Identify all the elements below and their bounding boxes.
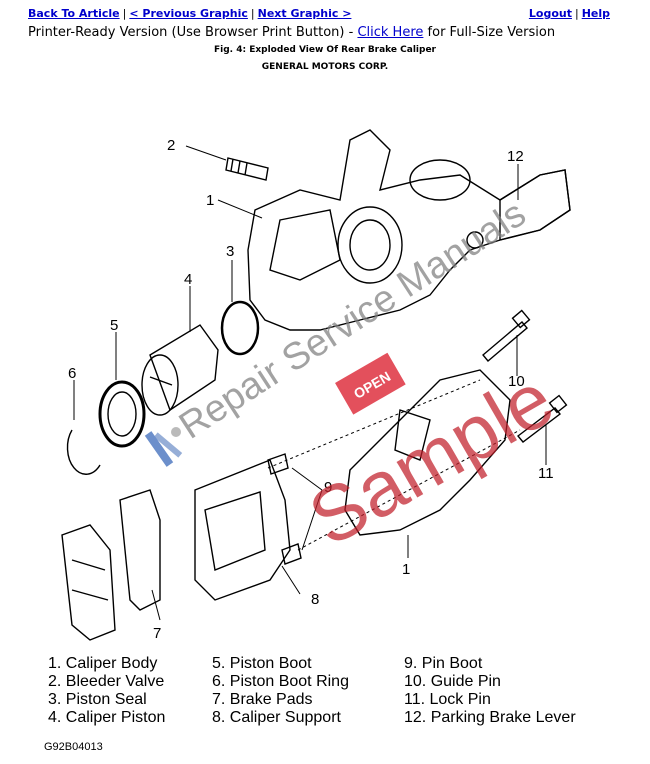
- legend-item: 12. Parking Brake Lever: [404, 709, 576, 726]
- legend-item: 4. Caliper Piston: [48, 709, 166, 726]
- help-link[interactable]: Help: [581, 7, 610, 20]
- legend-item: 7. Brake Pads: [212, 691, 313, 708]
- caliper-piston-drawing: [149, 324, 219, 412]
- pin-boot-lower-drawing: [281, 543, 302, 565]
- caliper-bore-drawing: [337, 206, 403, 284]
- legend-item: 3. Piston Seal: [48, 691, 147, 708]
- callout-5: 5: [110, 317, 118, 334]
- piston-boot-drawing: [98, 380, 146, 448]
- guide-pin-drawing: [482, 321, 528, 362]
- piston-seal-drawing: [220, 300, 260, 356]
- legend-column-2: 5. Piston Boot 6. Piston Boot Ring 7. Br…: [212, 655, 349, 727]
- brake-pad-inner-drawing: [119, 489, 161, 611]
- legend-item: 9. Pin Boot: [404, 655, 483, 672]
- legend-item: 2. Bleeder Valve: [48, 673, 165, 690]
- nav-left-group: Back To Article|< Previous Graphic|Next …: [28, 7, 351, 20]
- nav-separator: |: [122, 7, 127, 20]
- nav-right-group: Logout|Help: [529, 7, 610, 20]
- logout-link[interactable]: Logout: [528, 7, 572, 20]
- callout-7: 7: [153, 625, 161, 642]
- printer-prefix: Printer-Ready Version (Use Browser Print…: [28, 25, 358, 40]
- callout-11: 11: [538, 465, 554, 482]
- legend-item: 8. Caliper Support: [212, 709, 341, 726]
- next-graphic-link[interactable]: Next Graphic >: [257, 7, 352, 20]
- caliper-support-drawing: [194, 459, 291, 601]
- top-navigation: Back To Article|< Previous Graphic|Next …: [0, 0, 650, 24]
- nav-separator: |: [250, 7, 255, 20]
- callout-4: 4: [184, 271, 192, 288]
- figure-title: Fig. 4: Exploded View Of Rear Brake Cali…: [213, 45, 437, 55]
- legend-item: 11. Lock Pin: [404, 691, 491, 708]
- callout-3: 3: [226, 243, 234, 260]
- legend-column-3: 9. Pin Boot 10. Guide Pin 11. Lock Pin 1…: [404, 655, 576, 727]
- legend-item: 1. Caliper Body: [48, 655, 158, 672]
- callout-9: 9: [324, 479, 332, 496]
- printer-ready-line: Printer-Ready Version (Use Browser Print…: [28, 25, 555, 40]
- caliper-assembly-drawing: [344, 369, 511, 536]
- previous-graphic-link[interactable]: < Previous Graphic: [129, 7, 248, 20]
- callout-12: 12: [507, 148, 524, 165]
- legend-item: 5. Piston Boot: [212, 655, 312, 672]
- nav-separator: |: [574, 7, 579, 20]
- pin-boot-upper-drawing: [267, 453, 289, 475]
- figure-code: G92B04013: [44, 741, 103, 753]
- legend-item: 10. Guide Pin: [404, 673, 501, 690]
- exploded-view-diagram: 1 2 3 4 5 6 7 8 9 10 11 12 1 Repair Serv…: [61, 129, 571, 642]
- piston-boot-ring-drawing: [66, 429, 101, 475]
- tools-icon: [144, 427, 183, 467]
- callout-1-second: 1: [402, 561, 410, 578]
- legend-item: 6. Piston Boot Ring: [212, 673, 349, 690]
- callout-6: 6: [68, 365, 76, 382]
- callout-1: 1: [206, 192, 214, 209]
- full-size-link[interactable]: Click Here: [357, 25, 424, 40]
- lock-pin-drawing: [516, 407, 562, 443]
- callout-10: 10: [508, 373, 525, 390]
- callout-2: 2: [167, 137, 175, 154]
- printer-suffix: for Full-Size Version: [423, 25, 556, 40]
- figure-source: GENERAL MOTORS CORP.: [261, 62, 389, 72]
- open-badge: [332, 350, 408, 417]
- watermark: Repair Service Manuals OPEN Sample: [144, 193, 568, 563]
- legend-column-1: 1. Caliper Body 2. Bleeder Valve 3. Pist…: [48, 655, 165, 727]
- callout-8: 8: [311, 591, 319, 608]
- brake-pad-outer-drawing: [61, 524, 116, 641]
- back-to-article-link[interactable]: Back To Article: [28, 7, 120, 20]
- parking-brake-lever-drawing: [499, 169, 571, 241]
- bleeder-valve-drawing: [225, 157, 269, 181]
